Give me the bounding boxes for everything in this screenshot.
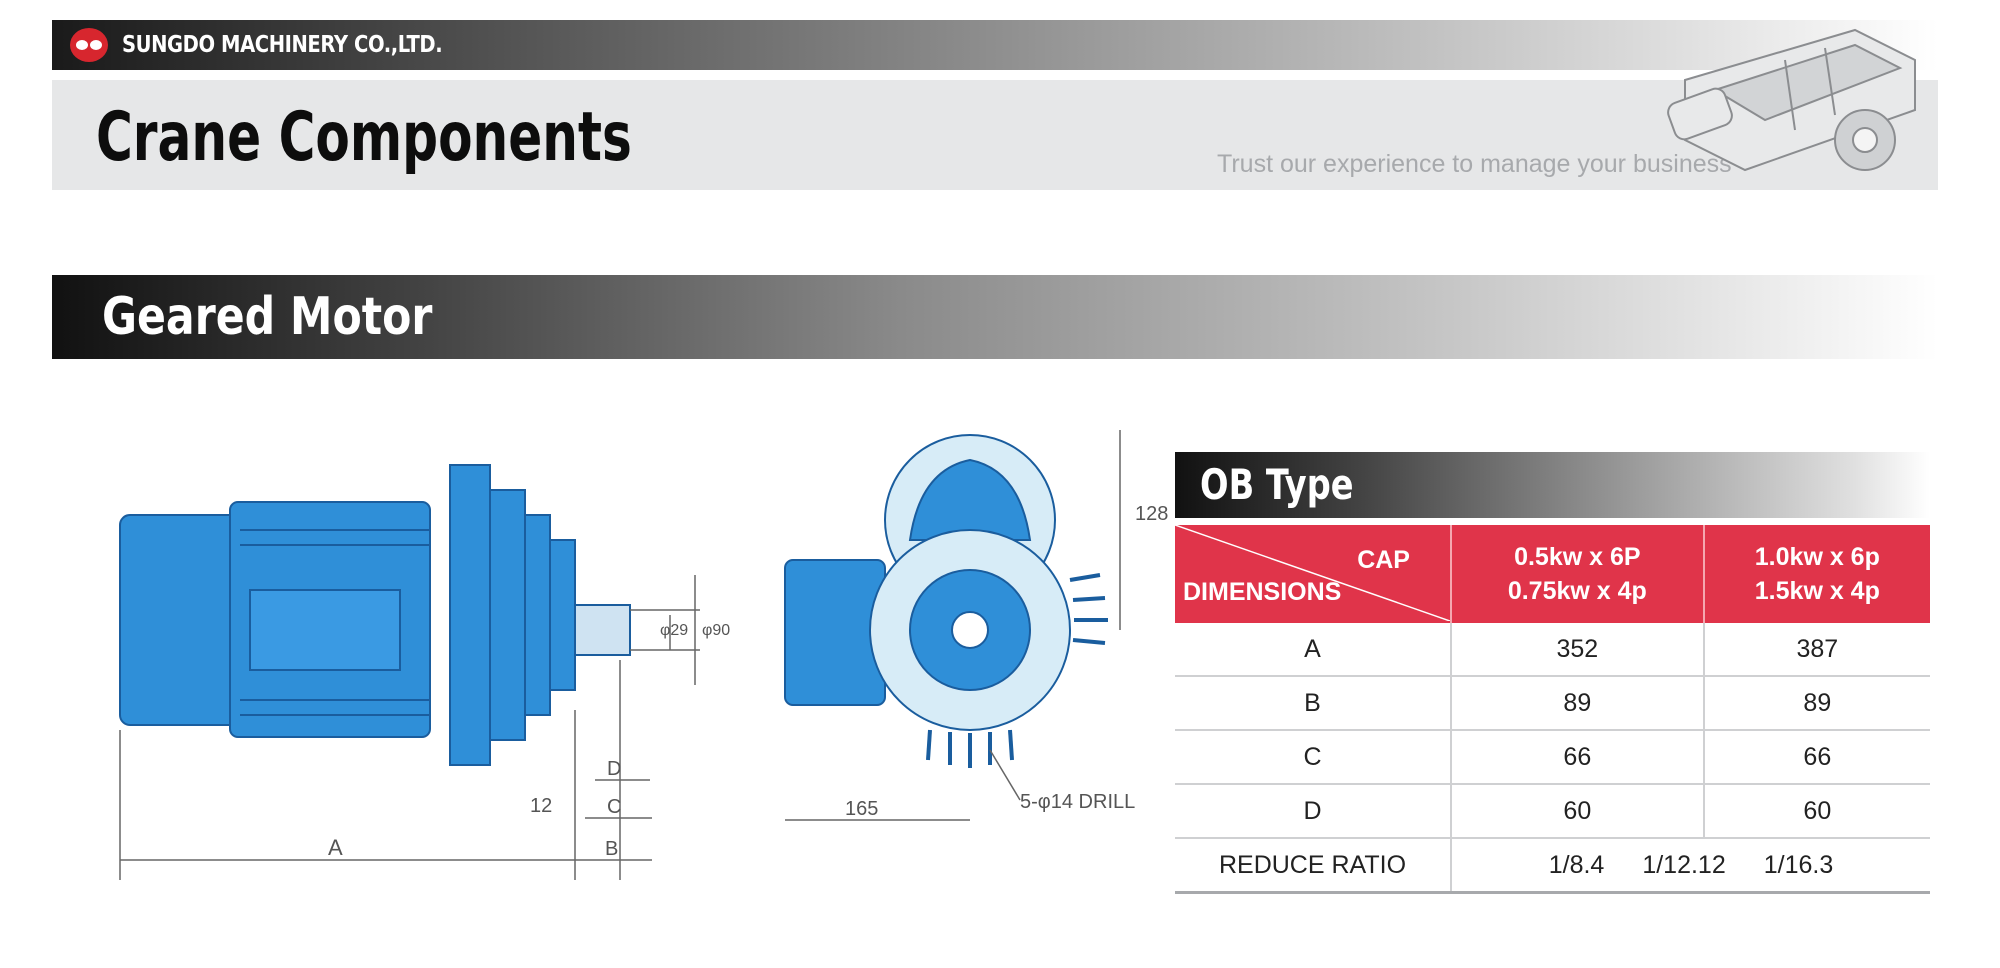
dim-phi29-label: φ29 <box>660 622 688 639</box>
reduce-ratio-values: 1/8.4 1/12.12 1/16.3 <box>1450 838 1930 894</box>
company-logo-icon <box>70 28 108 62</box>
ratio-value: 1/12.12 <box>1642 850 1726 879</box>
reduce-ratio-label: REDUCE RATIO <box>1175 838 1451 894</box>
column-header-1-line2: 0.75kw x 4p <box>1507 577 1647 605</box>
dim-c-label: C <box>607 796 621 818</box>
title-banner: Crane Components Trust our experience to… <box>52 80 1938 190</box>
company-name: SUNGDO MACHINERY CO.,LTD. <box>122 32 443 58</box>
table-row: C 66 66 <box>1175 730 1930 785</box>
row-value: 60 <box>1702 784 1930 839</box>
corner-header-cell: CAP DIMENSIONS <box>1175 525 1451 623</box>
ob-type-header-bar: OB Type <box>1175 452 1930 518</box>
tagline: Trust our experience to manage your busi… <box>1217 150 1732 178</box>
company-header-bar: SUNGDO MACHINERY CO.,LTD. <box>52 20 1938 70</box>
row-value: 89 <box>1450 676 1704 731</box>
column-header-1-line1: 0.5kw x 6P <box>1514 543 1641 571</box>
table-row: A 352 387 <box>1175 623 1930 677</box>
row-label: D <box>1175 784 1451 839</box>
dim-165-label: 165 <box>845 798 878 820</box>
dim-a-label: A <box>328 835 343 860</box>
row-label: A <box>1175 623 1451 677</box>
ratio-value: 1/16.3 <box>1763 850 1834 879</box>
row-value: 352 <box>1450 623 1704 677</box>
column-header-1: 0.5kw x 6P 0.75kw x 4p <box>1450 525 1704 623</box>
reduce-ratio-row: REDUCE RATIO 1/8.4 1/12.12 1/16.3 <box>1175 838 1930 894</box>
table-row: B 89 89 <box>1175 676 1930 731</box>
motor-front-view <box>784 434 1071 731</box>
crane-machine-illustration <box>1667 28 1916 172</box>
diagonal-divider <box>1175 525 1450 621</box>
row-value: 89 <box>1702 676 1930 731</box>
drill-label: 5-φ14 DRILL <box>1020 791 1135 813</box>
page-title: Crane Components <box>96 98 632 177</box>
dim-phi90-label: φ90 <box>702 622 730 639</box>
row-value: 387 <box>1702 623 1930 677</box>
section-title: Geared Motor <box>102 287 433 347</box>
cap-label: CAP <box>1357 546 1410 574</box>
column-header-2-line1: 1.0kw x 6p <box>1754 543 1880 571</box>
row-label: C <box>1175 730 1451 785</box>
dimensions-label: DIMENSIONS <box>1183 578 1342 606</box>
row-value: 66 <box>1702 730 1930 785</box>
table-header-row: CAP DIMENSIONS 0.5kw x 6P 0.75kw x 4p 1.… <box>1175 525 1930 623</box>
row-value: 66 <box>1450 730 1704 785</box>
row-label: B <box>1175 676 1451 731</box>
column-header-2-line2: 1.5kw x 4p <box>1754 577 1880 605</box>
dim-12-label: 12 <box>530 795 552 817</box>
motor-side-view <box>119 464 631 766</box>
dim-d-label: D <box>607 758 621 780</box>
geared-motor-drawing: A B C D 12 φ29 φ90 165 128 5-φ14 DRILL <box>119 430 1168 880</box>
ratio-value: 1/8.4 <box>1548 850 1605 879</box>
dim-b-label: B <box>605 838 618 860</box>
dim-128-label: 128 <box>1135 503 1168 525</box>
dimensions-table: CAP DIMENSIONS 0.5kw x 6P 0.75kw x 4p 1.… <box>1175 525 1930 894</box>
ob-type-title: OB Type <box>1200 460 1354 509</box>
table-row: D 60 60 <box>1175 784 1930 839</box>
column-header-2: 1.0kw x 6p 1.5kw x 4p <box>1702 525 1930 623</box>
section-header-bar: Geared Motor <box>52 275 1938 359</box>
row-value: 60 <box>1450 784 1704 839</box>
